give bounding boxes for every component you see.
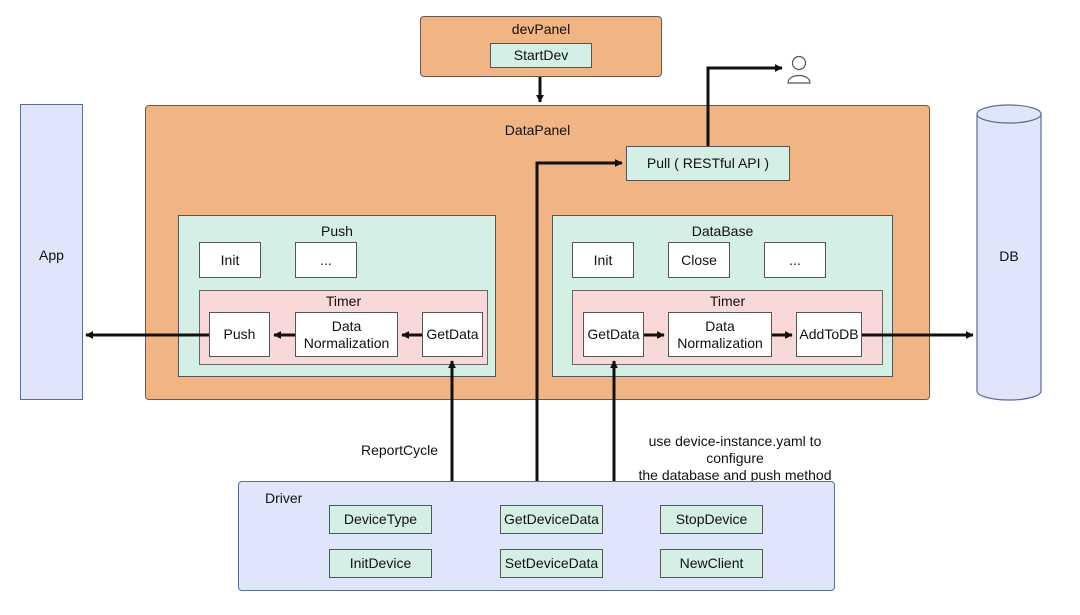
database-get-data-box: GetData [583,312,644,357]
pull-restful-api-box: Pull ( RESTful API ) [626,146,790,181]
report-cycle-label: ReportCycle [361,442,439,458]
push-more-box: ... [295,242,357,278]
start-dev-button[interactable]: StartDev [490,43,592,68]
push-step-box: Push [209,312,270,357]
get-device-data-box: GetDeviceData [500,505,603,534]
push-normalization-line1: Data [331,317,362,334]
database-close-box: Close [668,242,730,278]
push-timer-title: Timer [325,293,362,309]
app-box: App [20,104,83,400]
push-get-data-box: GetData [422,312,483,357]
push-data-normalization-box: Data Normalization [295,312,398,357]
push-init-box: Init [199,242,261,278]
database-more-box: ... [764,242,826,278]
stop-device-box: StopDevice [660,505,763,534]
database-timer-title: Timer [709,293,746,309]
db-cylinder [976,104,1042,401]
data-panel-title: DataPanel [504,122,571,138]
config-note-line2: the database and push method [638,467,832,483]
push-panel-title: Push [321,223,353,239]
dev-panel-title: devPanel [511,21,571,37]
database-init-box: Init [572,242,634,278]
database-normalization-line1: Data [705,317,735,334]
init-device-box: InitDevice [329,549,432,578]
dev-panel: devPanel [420,16,662,77]
app-label: App [39,247,64,263]
push-normalization-line2: Normalization [303,334,390,351]
driver-panel-title: Driver [265,490,303,506]
database-data-normalization-box: Data Normalization [668,312,772,357]
new-client-box: NewClient [660,549,763,578]
add-to-db-box: AddToDB [796,312,862,357]
set-device-data-box: SetDeviceData [500,549,603,578]
db-label: DB [999,247,1019,264]
database-panel-title: DataBase [691,223,754,239]
device-type-box: DeviceType [329,505,432,534]
database-normalization-line2: Normalization [677,334,763,351]
user-icon [787,55,811,84]
config-note: use device-instance.yaml to configure th… [620,433,850,484]
config-note-line1: use device-instance.yaml to configure [648,433,822,466]
